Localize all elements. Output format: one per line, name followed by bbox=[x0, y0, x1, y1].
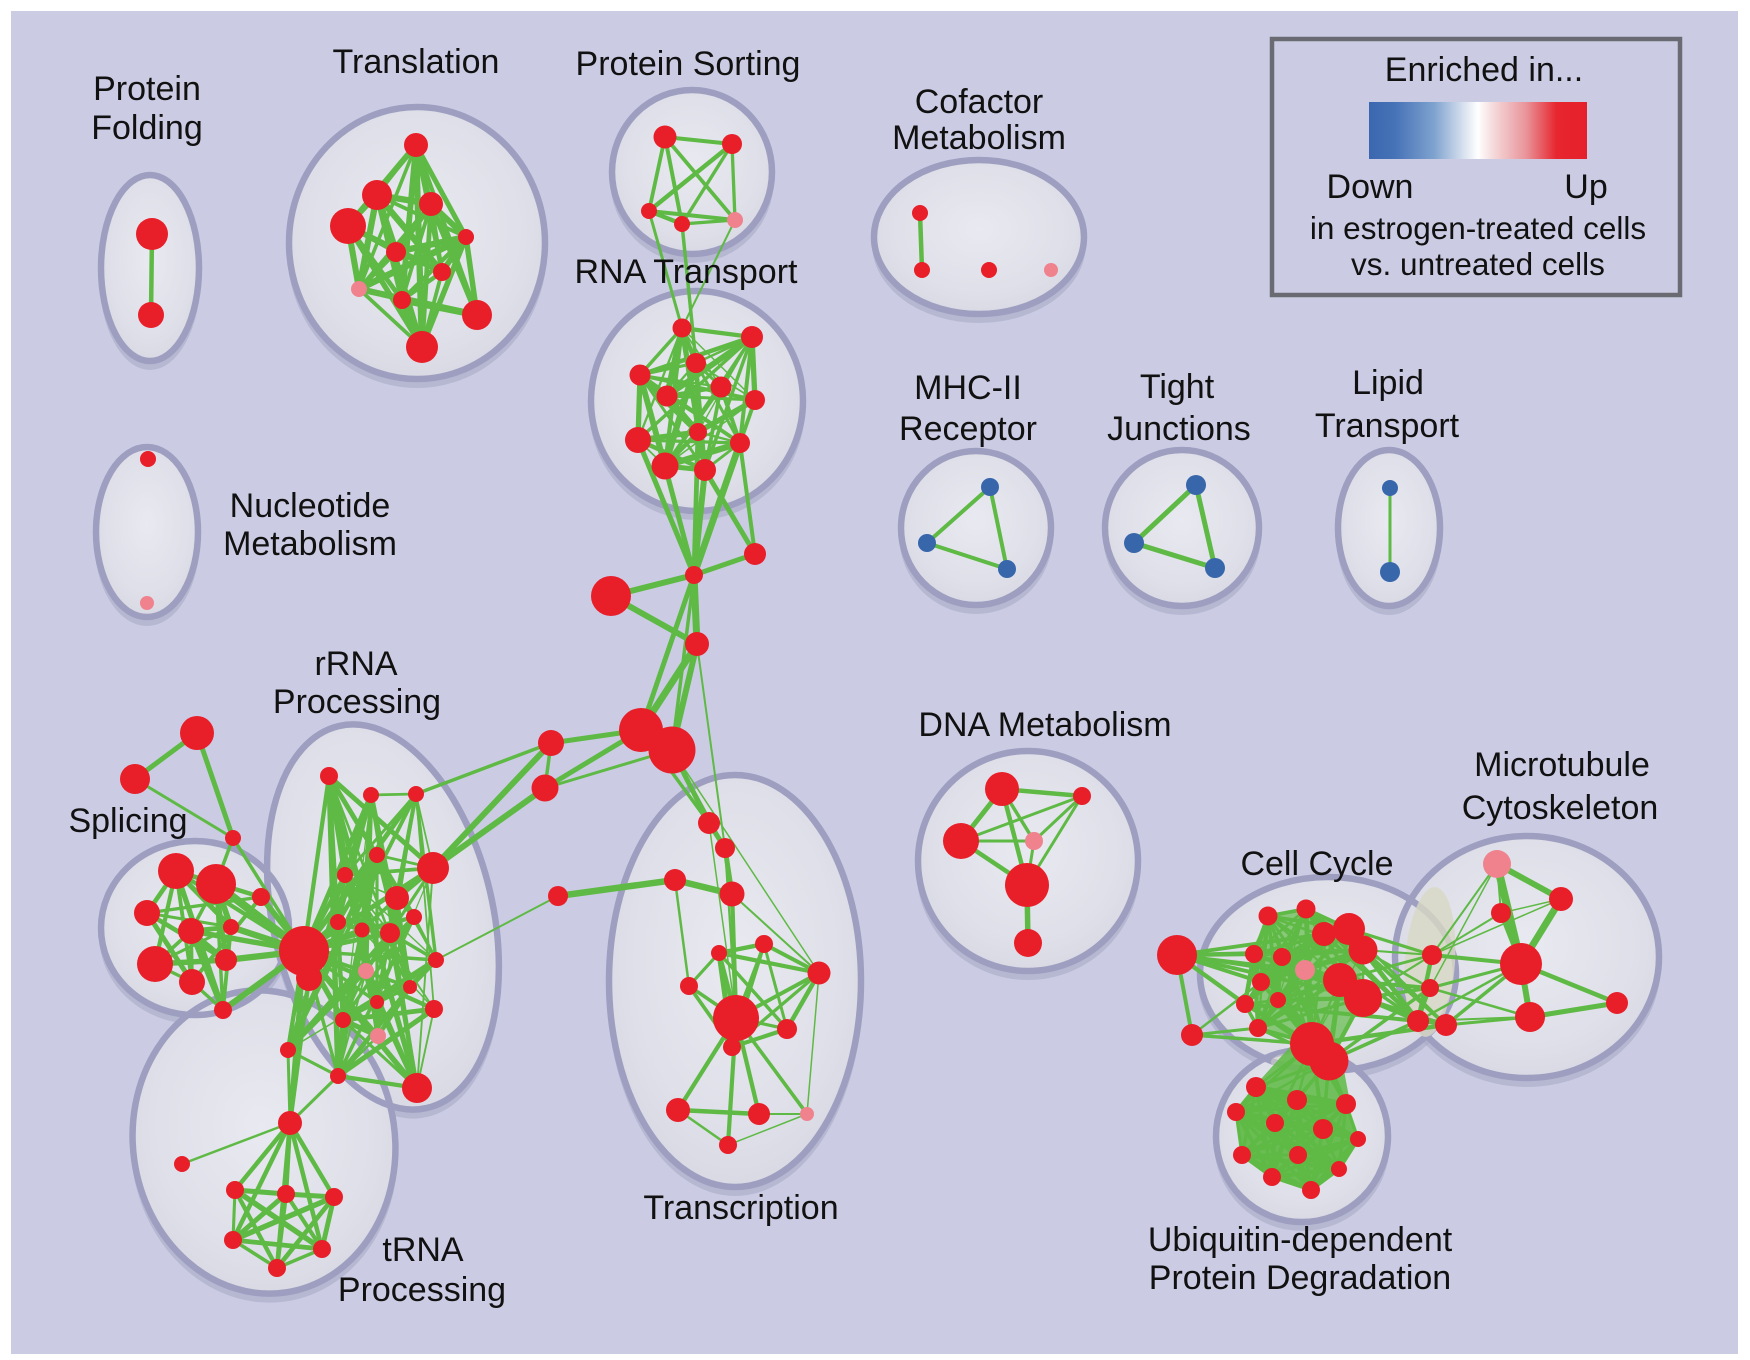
svg-text:Processing: Processing bbox=[273, 683, 441, 721]
svg-text:Nucleotide: Nucleotide bbox=[230, 487, 391, 525]
svg-text:Enriched in...: Enriched in... bbox=[1385, 51, 1583, 89]
svg-text:Up: Up bbox=[1564, 168, 1607, 206]
svg-text:DNA Metabolism: DNA Metabolism bbox=[918, 706, 1171, 744]
svg-text:Microtubule: Microtubule bbox=[1474, 746, 1650, 784]
svg-text:Cofactor: Cofactor bbox=[915, 83, 1044, 121]
svg-text:RNA Transport: RNA Transport bbox=[575, 253, 799, 291]
svg-text:Protein Degradation: Protein Degradation bbox=[1149, 1259, 1451, 1297]
svg-text:vs. untreated cells: vs. untreated cells bbox=[1351, 246, 1605, 282]
svg-text:Transport: Transport bbox=[1315, 407, 1460, 445]
svg-text:Splicing: Splicing bbox=[68, 802, 187, 840]
svg-text:Tight: Tight bbox=[1140, 368, 1215, 406]
svg-text:Junctions: Junctions bbox=[1107, 410, 1251, 448]
svg-text:Cytoskeleton: Cytoskeleton bbox=[1462, 789, 1659, 827]
svg-text:tRNA: tRNA bbox=[382, 1231, 464, 1269]
svg-text:Receptor: Receptor bbox=[899, 410, 1037, 448]
svg-text:Protein Sorting: Protein Sorting bbox=[576, 45, 801, 83]
svg-text:Ubiquitin-dependent: Ubiquitin-dependent bbox=[1148, 1221, 1453, 1259]
svg-text:Transcription: Transcription bbox=[643, 1189, 838, 1227]
svg-text:MHC-II: MHC-II bbox=[914, 369, 1022, 407]
svg-text:in estrogen-treated cells: in estrogen-treated cells bbox=[1310, 210, 1646, 246]
svg-text:Down: Down bbox=[1327, 168, 1414, 206]
svg-text:Protein: Protein bbox=[93, 70, 201, 108]
svg-text:Translation: Translation bbox=[333, 43, 500, 81]
svg-text:rRNA: rRNA bbox=[314, 645, 397, 683]
svg-text:Cell Cycle: Cell Cycle bbox=[1240, 845, 1393, 883]
svg-text:Folding: Folding bbox=[91, 109, 203, 147]
svg-text:Metabolism: Metabolism bbox=[223, 525, 397, 563]
svg-text:Metabolism: Metabolism bbox=[892, 119, 1066, 157]
svg-text:Processing: Processing bbox=[338, 1271, 506, 1309]
svg-text:Lipid: Lipid bbox=[1352, 364, 1424, 402]
